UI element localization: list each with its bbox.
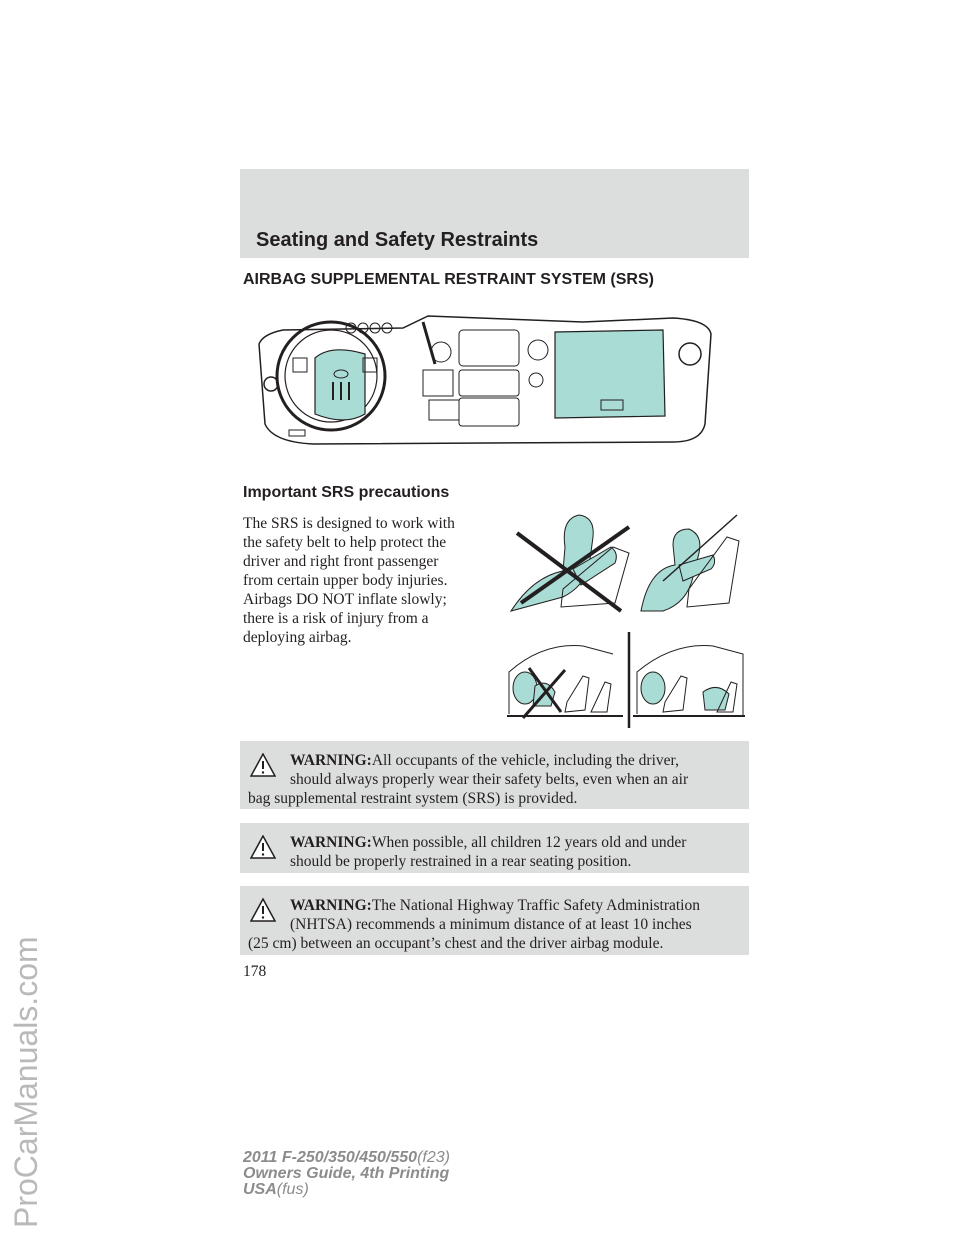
warning-box: WARNING:The National Highway Traffic Saf… [240,886,749,955]
body-line: there is a risk of injury from a [243,610,429,627]
warning-box: WARNING:When possible, all children 12 y… [240,823,749,873]
child-seat-illustration [507,632,745,728]
warning-text: All occupants of the vehicle, including … [371,752,679,769]
watermark-text: ProCarManuals.com [8,936,44,1228]
footer-code: (f23) [417,1149,450,1166]
subheading: Important SRS precautions [243,484,450,501]
warning-box: WARNING:All occupants of the vehicle, in… [240,741,749,809]
warning-icon [250,898,276,922]
body-line: from certain upper body injuries. [243,572,448,589]
warning-text: bag supplemental restraint system (SRS) … [248,790,578,807]
passenger-airbag [554,329,666,419]
warning-label: WARNING: [290,834,372,851]
warning-text: When possible, all children 12 years old… [371,834,687,851]
page-number: 178 [243,963,267,980]
warning-label: WARNING: [290,897,372,914]
occupant-position-illustration [509,514,740,613]
watermark: ProCarManuals.com [2,480,44,1240]
warning-text: (25 cm) between an occupant’s chest and … [248,935,664,952]
body-line: deploying airbag. [243,629,352,646]
footer-model: 2011 F-250/350/450/550 [243,1149,418,1166]
warning-icon [250,753,276,777]
footer-guide: Owners Guide, 4th Printing [243,1165,450,1182]
body-line: The SRS is designed to work with [243,515,455,532]
footer-market-code: (fus) [276,1181,309,1198]
warning-icon [250,835,276,859]
warning-label: WARNING: [290,752,372,769]
body-line: the safety belt to help protect the [243,534,447,551]
warning-text: should be properly restrained in a rear … [290,853,632,870]
warning-text: should always properly wear their safety… [290,771,689,788]
dashboard-airbag-illustration [258,315,712,445]
page-heading: AIRBAG SUPPLEMENTAL RESTRAINT SYSTEM (SR… [243,271,654,288]
warning-text: The National Highway Traffic Safety Admi… [371,897,700,914]
warning-text: (NHTSA) recommends a minimum distance of… [290,916,692,933]
footer-market: USA [243,1181,277,1198]
footer: 2011 F-250/350/450/550(f23) Owners Guide… [243,1150,450,1198]
section-header: Seating and Safety Restraints [240,169,749,258]
body-paragraph: The SRS is designed to work with the saf… [243,514,479,647]
section-title: Seating and Safety Restraints [256,229,539,251]
body-line: driver and right front passenger [243,553,439,570]
body-line: Airbags DO NOT inflate slowly; [243,591,447,608]
